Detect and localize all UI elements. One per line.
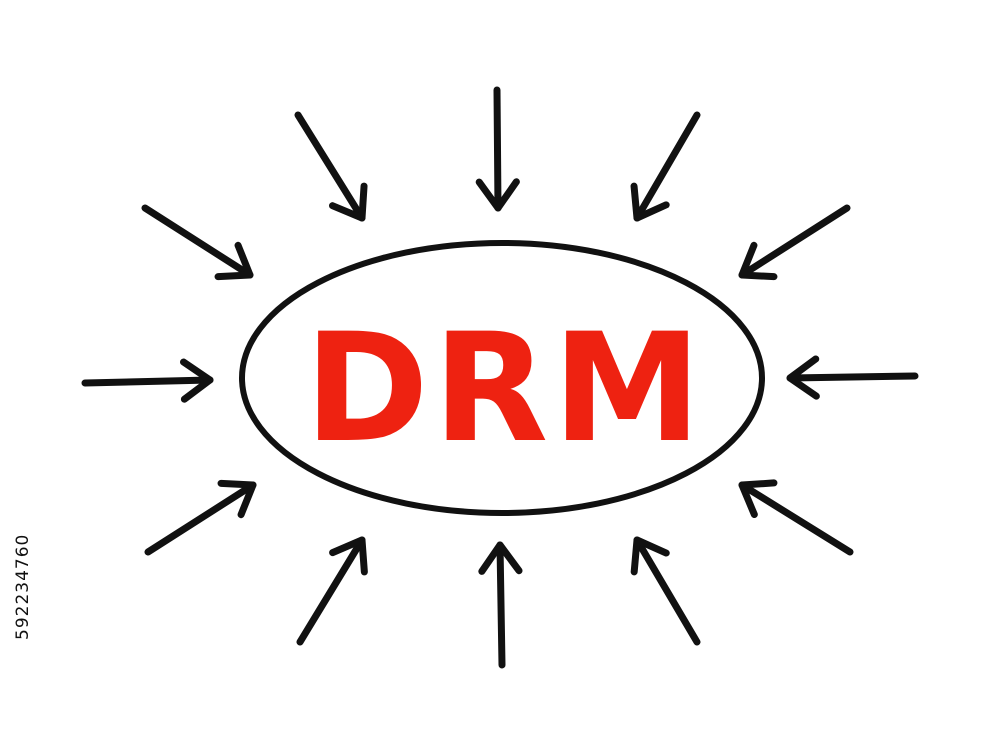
center-label: DRM — [304, 302, 705, 476]
arrow — [738, 204, 851, 281]
arrow-shaft — [738, 204, 851, 279]
arrow-head — [738, 241, 778, 281]
arrow-head — [329, 536, 368, 576]
stock-id-text: 592234760 — [13, 534, 33, 640]
arrow-head — [630, 536, 670, 576]
arrow-shaft — [786, 372, 919, 382]
arrow — [786, 355, 919, 400]
arrow — [478, 541, 523, 669]
arrow-shaft — [633, 536, 701, 646]
arrow-shaft — [633, 111, 701, 222]
arrow-head — [630, 182, 670, 222]
arrow — [630, 111, 701, 222]
arrow-head — [738, 479, 778, 519]
arrow-head — [328, 182, 368, 222]
arrow — [296, 536, 368, 646]
arrow — [738, 479, 854, 556]
arrow-shaft — [296, 536, 366, 646]
arrow — [81, 358, 214, 403]
arrow-shaft — [141, 204, 254, 279]
arrow-head — [475, 178, 520, 212]
arrow — [294, 111, 368, 222]
arrow-shaft — [81, 376, 214, 387]
arrow-shaft — [496, 541, 506, 669]
arrow-head — [180, 358, 214, 403]
arrow — [144, 479, 257, 556]
arrow-head — [214, 241, 254, 281]
arrow-head — [478, 541, 523, 575]
center-ellipse — [239, 240, 765, 516]
arrows-group — [81, 86, 919, 669]
arrow-shaft — [738, 481, 854, 556]
arrow-shaft — [144, 481, 257, 556]
arrow-shaft — [493, 86, 502, 212]
arrow-head — [786, 355, 820, 400]
arrow-head — [217, 479, 257, 519]
arrow — [141, 204, 254, 281]
arrow — [475, 86, 520, 212]
arrow — [630, 536, 701, 646]
arrow-shaft — [294, 111, 366, 222]
